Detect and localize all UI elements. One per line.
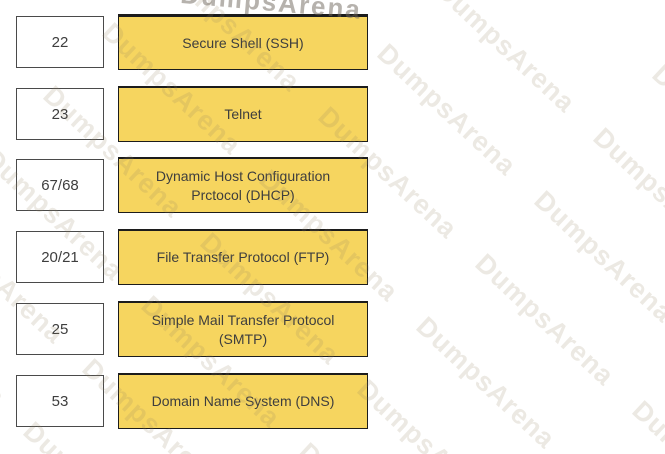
- protocol-tile-telnet[interactable]: Telnet: [118, 86, 368, 142]
- port-box-53[interactable]: 53: [16, 375, 104, 427]
- protocol-label: Secure Shell (SSH): [182, 34, 304, 51]
- protocol-label: Dynamic Host Configuration Prctocol (DHC…: [155, 168, 331, 203]
- match-row-ssh: 22 Secure Shell (SSH): [0, 12, 665, 72]
- match-row-smtp: 25 Simple Mail Transfer Protocol (SMTP): [0, 299, 665, 359]
- protocol-label: Telnet: [224, 106, 262, 123]
- match-row-dns: 53 Domain Name System (DNS): [0, 371, 665, 431]
- match-row-ftp: 20/21 File Transfer Protocol (FTP): [0, 227, 665, 287]
- port-label: 23: [51, 105, 69, 123]
- port-label: 20/21: [41, 248, 79, 266]
- protocol-tile-ftp[interactable]: File Transfer Protocol (FTP): [118, 229, 368, 285]
- protocol-tile-dhcp[interactable]: Dynamic Host Configuration Prctocol (DHC…: [118, 157, 368, 213]
- port-box-25[interactable]: 25: [16, 303, 104, 355]
- protocol-label: File Transfer Protocol (FTP): [156, 249, 330, 266]
- match-row-telnet: 23 Telnet: [0, 84, 665, 144]
- protocol-tile-dns[interactable]: Domain Name System (DNS): [118, 373, 368, 429]
- protocol-tile-ssh[interactable]: Secure Shell (SSH): [118, 14, 368, 70]
- port-label: 53: [51, 392, 69, 410]
- port-box-23[interactable]: 23: [16, 88, 104, 140]
- port-label: 22: [51, 33, 69, 51]
- protocol-label: Domain Name System (DNS): [151, 393, 335, 410]
- protocol-tile-smtp[interactable]: Simple Mail Transfer Protocol (SMTP): [118, 301, 368, 357]
- watermark-text: DumpsArena: [292, 437, 444, 454]
- port-label: 25: [51, 320, 69, 338]
- port-box-22[interactable]: 22: [16, 16, 104, 68]
- match-row-dhcp: 67/68 Dynamic Host Configuration Prctoco…: [0, 155, 665, 215]
- protocol-label: Simple Mail Transfer Protocol (SMTP): [151, 312, 335, 347]
- port-box-67-68[interactable]: 67/68: [16, 159, 104, 211]
- port-box-20-21[interactable]: 20/21: [16, 231, 104, 283]
- port-label: 67/68: [41, 176, 79, 194]
